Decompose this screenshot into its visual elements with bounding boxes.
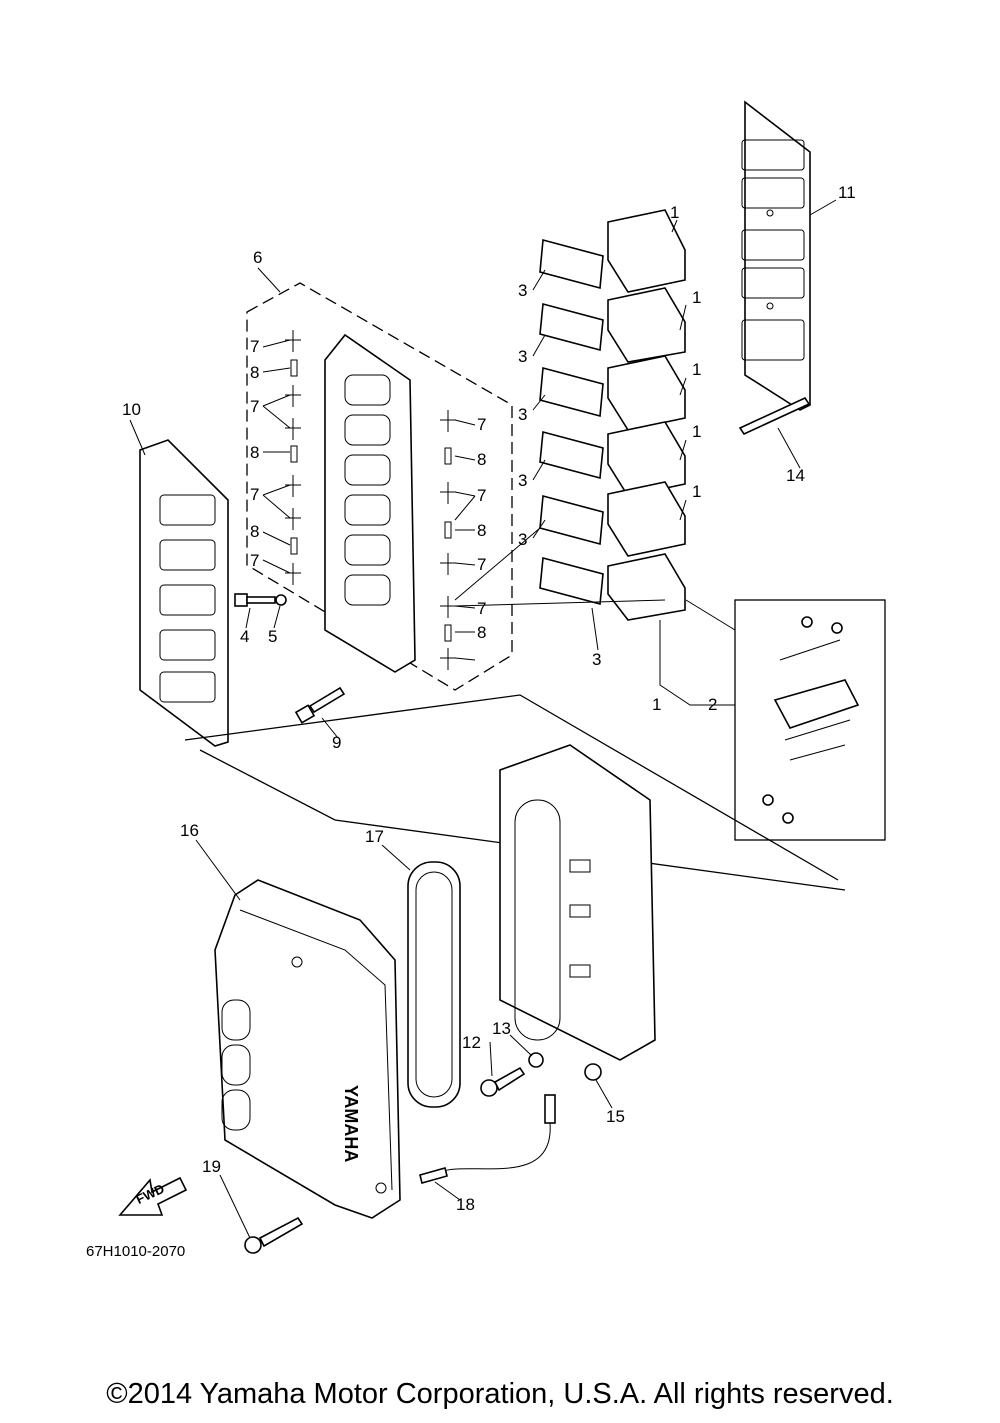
callout-3: 3: [518, 281, 527, 300]
callout-3: 3: [518, 530, 527, 549]
washer-13: [528, 1052, 544, 1068]
manifold-gasket-10: [139, 439, 229, 747]
callout-1: 1: [670, 203, 679, 222]
callout-8: 8: [250, 522, 259, 541]
callout-3: 3: [518, 471, 527, 490]
callout-8: 8: [477, 623, 486, 642]
callout-7: 7: [477, 486, 486, 505]
callout-3: 3: [518, 347, 527, 366]
callout-11: 11: [838, 183, 856, 202]
callout-17: 17: [365, 827, 384, 846]
callout-9: 9: [332, 733, 341, 752]
bolt-4-washer-5: [234, 593, 287, 607]
bolt-12: [480, 1066, 526, 1097]
callout-2: 2: [708, 695, 717, 714]
cylinder-body: [499, 744, 656, 1061]
callout-4: 4: [240, 627, 249, 646]
reed-detail-inset-2: [734, 599, 886, 841]
callout-7: 7: [250, 397, 259, 416]
bolt-9: [294, 686, 346, 724]
callout-7: 7: [250, 485, 259, 504]
callout-1: 1: [692, 288, 701, 307]
callout-7: 7: [250, 337, 259, 356]
callout-1: 1: [692, 360, 701, 379]
callout-1: 1: [652, 695, 661, 714]
silencer-seal-17: [407, 861, 461, 1108]
callout-13: 13: [492, 1019, 511, 1038]
yamaha-brand-text: YAMAHA: [341, 1085, 361, 1162]
copyright-notice: ©2014 Yamaha Motor Corporation, U.S.A. A…: [106, 1378, 894, 1410]
callout-16: 16: [180, 821, 199, 840]
callout-3: 3: [592, 650, 601, 669]
reed-plate-gasket-11: [741, 100, 811, 411]
manifold-group-6: [246, 282, 513, 691]
callout-7: 7: [250, 551, 259, 570]
callout-8: 8: [250, 443, 259, 462]
callout-15: 15: [606, 1107, 625, 1126]
part-code: 67H1010-2070: [86, 1243, 185, 1260]
bolt-19: [244, 1216, 304, 1254]
hose-18: [419, 1094, 556, 1184]
reed-gaskets-3: [539, 238, 604, 606]
callout-14: 14: [786, 466, 805, 485]
callout-18: 18: [456, 1195, 475, 1214]
silencer-cover-16: YAMAHA: [214, 879, 401, 1219]
callout-10: 10: [122, 400, 141, 419]
callout-1: 1: [692, 482, 701, 501]
callout-5: 5: [268, 627, 277, 646]
callout-8: 8: [250, 363, 259, 382]
callout-numbers: 1 1 1 1 1 1 2 3 3 3 3 3 3 4 5 6 7 7 7 7 …: [122, 183, 856, 1214]
leader-lines: [129, 199, 837, 1239]
callout-12: 12: [462, 1033, 481, 1052]
callout-8: 8: [477, 450, 486, 469]
nut-15: [584, 1063, 602, 1081]
stud-bolt-14: [738, 396, 811, 436]
reed-valves-1: [607, 209, 686, 621]
callout-3: 3: [518, 405, 527, 424]
callout-8: 8: [477, 521, 486, 540]
callout-7: 7: [477, 415, 486, 434]
callout-6: 6: [253, 248, 262, 267]
callout-7: 7: [477, 555, 486, 574]
callout-7: 7: [477, 599, 486, 618]
callout-19: 19: [202, 1157, 221, 1176]
callout-1: 1: [692, 422, 701, 441]
forward-arrow-icon: FWD: [118, 1176, 188, 1216]
